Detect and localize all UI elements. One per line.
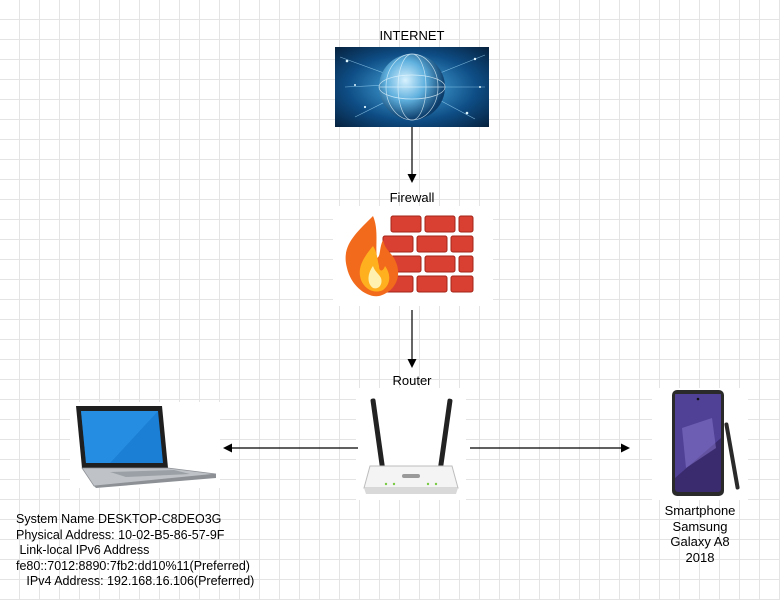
- smartphone-label-line-1: Smartphone: [664, 503, 736, 518]
- laptop-info: System Name DESKTOP-C8DEO3G Physical Add…: [16, 512, 254, 590]
- firewall-label: Firewall: [389, 190, 435, 205]
- physical-address: Physical Address: 10-02-B5-86-57-9F: [16, 527, 225, 542]
- arrow-firewall-router: [407, 310, 417, 368]
- smartphone-label-line-4: 2018: [685, 549, 715, 565]
- arrow-router-laptop: [223, 443, 358, 453]
- internet-label: INTERNET: [379, 28, 445, 43]
- arrow-internet-firewall: [407, 127, 417, 183]
- globe-icon: [335, 47, 489, 127]
- smartphone-label: Smartphone Samsung Galaxy A8 2018: [645, 503, 755, 565]
- laptop-icon: [70, 402, 220, 488]
- arrow-router-smartphone: [470, 443, 630, 453]
- firewall-icon: [333, 206, 493, 306]
- ipv4-address: IPv4 Address: 192.168.16.106(Preferred): [16, 574, 255, 589]
- router-icon: [356, 388, 466, 500]
- smartphone-icon: [652, 388, 748, 500]
- ipv6-value: fe80::7012:8890:7fb2:dd10%11(Preferred): [16, 558, 250, 573]
- smartphone-label-line-3: Galaxy A8: [670, 534, 730, 549]
- ipv6-label: Link-local IPv6 Address: [16, 543, 150, 558]
- router-label: Router: [392, 373, 432, 388]
- smartphone-label-line-2: Samsung: [672, 518, 728, 534]
- system-name: System Name DESKTOP-C8DEO3G: [16, 512, 222, 526]
